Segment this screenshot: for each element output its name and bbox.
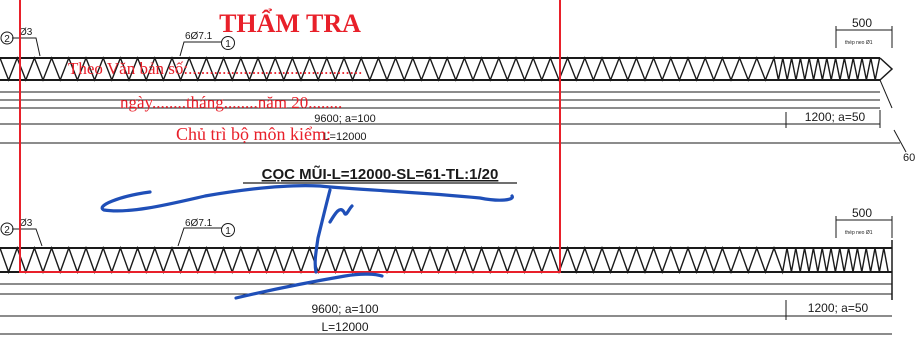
upper-pile-tip bbox=[879, 57, 894, 81]
signature-stroke-squiggle bbox=[328, 204, 354, 224]
lower-rebar-callout: 6Ø7.1 bbox=[185, 218, 213, 229]
upper-spiral-leader bbox=[12, 37, 41, 57]
approval-stamp: THẨM TRA Theo Văn bản số:...............… bbox=[19, 0, 561, 273]
pile-title: CỌC MŨI-L=12000-SL=61-TL:1/20 bbox=[262, 165, 499, 183]
stamp-line-chair: Chủ trì bộ môn kiểm: bbox=[176, 124, 331, 144]
lower-pile-labels: 2 Ø3 6Ø7.1 1 500 thép neo Ø1 9600; a=100… bbox=[4, 206, 873, 334]
upper-spacing-main: 9600; a=100 bbox=[314, 113, 375, 125]
upper-spiral-zigzag bbox=[0, 55, 881, 82]
signature bbox=[100, 184, 514, 300]
signature-stroke-tail bbox=[234, 272, 384, 300]
upper-spiral-marker: 2 bbox=[4, 34, 10, 45]
lower-spiral-leader bbox=[12, 228, 43, 247]
upper-pile-labels: 2 Ø3 6Ø7.1 1 500 thép neo Ø1 9600; a=100… bbox=[4, 16, 915, 164]
lower-rebar-marker-circle bbox=[221, 223, 235, 237]
lower-spiral-marker: 2 bbox=[4, 225, 10, 236]
upper-tip-note: thép neo Ø1 bbox=[845, 40, 873, 46]
lower-total-length: L=12000 bbox=[321, 320, 368, 334]
lower-rebar-marker: 1 bbox=[225, 226, 231, 237]
upper-total-length: L=12000 bbox=[323, 131, 366, 143]
lower-pile bbox=[0, 216, 893, 335]
lower-spacing-main: 9600; a=100 bbox=[311, 302, 378, 316]
stamp-line-date: ngày........tháng........năm 20........ bbox=[120, 93, 342, 112]
stamp-border bbox=[19, 0, 561, 273]
lower-tip-note: thép neo Ø1 bbox=[845, 230, 873, 236]
upper-rebar-callout: 6Ø7.1 bbox=[185, 31, 213, 42]
lower-rebar-leader bbox=[177, 227, 222, 247]
lower-spiral-zigzag bbox=[0, 245, 889, 275]
upper-rebar-marker: 1 bbox=[225, 39, 231, 50]
lower-spacing-end: 1200; a=50 bbox=[808, 301, 869, 315]
upper-tip-length: 500 bbox=[852, 16, 872, 30]
upper-rebar-leader bbox=[179, 41, 222, 57]
lower-tip-length: 500 bbox=[852, 206, 872, 220]
upper-spacing-end: 1200; a=50 bbox=[805, 110, 866, 124]
upper-pile bbox=[0, 26, 907, 153]
upper-spiral-marker-circle bbox=[0, 31, 14, 45]
upper-rebar-marker-circle bbox=[221, 36, 235, 50]
upper-spiral-callout: Ø3 bbox=[19, 27, 33, 38]
upper-end-dim: 60 bbox=[903, 152, 915, 164]
stamp-line-document: Theo Văn bản số:........................… bbox=[68, 59, 362, 78]
lower-spiral-callout: Ø3 bbox=[19, 218, 33, 229]
signature-stroke-main bbox=[100, 184, 514, 213]
lower-spiral-marker-circle bbox=[0, 222, 14, 236]
upper-dim-total-tick bbox=[893, 129, 907, 153]
stamp-title: THẨM TRA bbox=[219, 9, 361, 38]
upper-tip-lower bbox=[879, 79, 893, 109]
signature-stroke-loop bbox=[313, 188, 332, 274]
